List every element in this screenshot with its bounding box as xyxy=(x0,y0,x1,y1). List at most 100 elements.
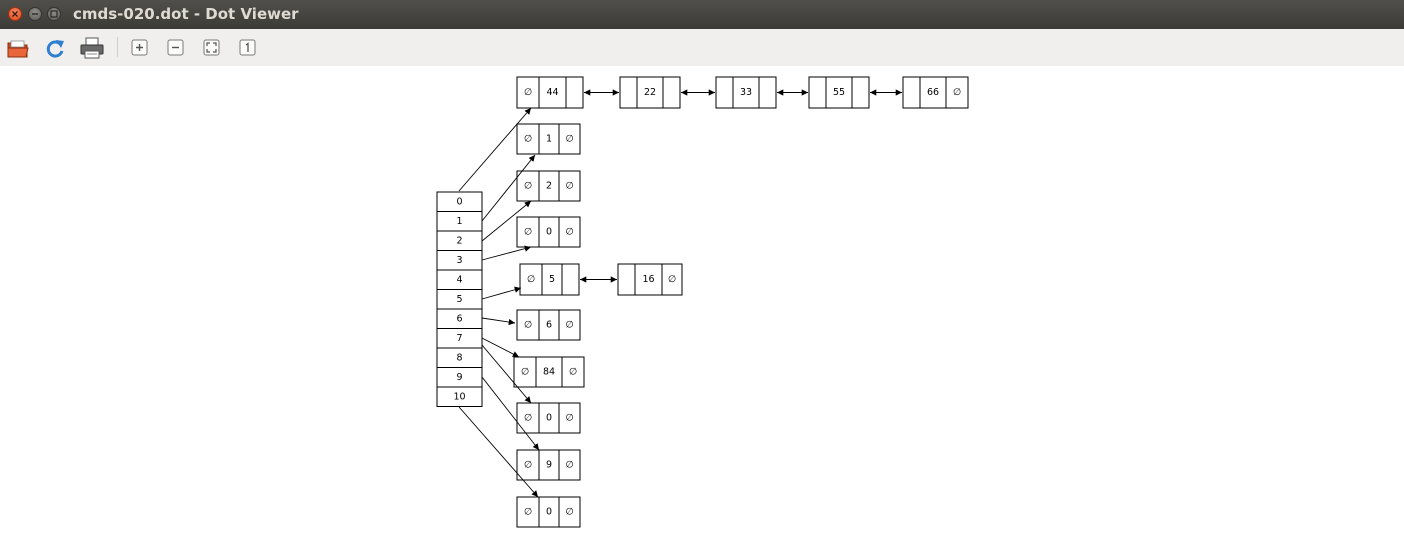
zoom-fit-button[interactable] xyxy=(200,36,226,60)
node-border xyxy=(516,402,581,434)
node-border xyxy=(516,76,584,109)
node-border xyxy=(617,263,683,296)
array-index-label: 9 xyxy=(456,372,462,383)
array-index-label: 3 xyxy=(456,255,462,266)
array-index-label: 5 xyxy=(456,294,462,305)
node-border xyxy=(715,76,777,109)
window-maximize-button[interactable] xyxy=(47,7,61,21)
list-node-6[interactable]: ∅ 9 ∅ xyxy=(516,449,581,481)
array-index-label: 6 xyxy=(456,313,462,324)
zoom-out-icon xyxy=(167,39,184,56)
null-pointer: ∅ xyxy=(527,274,535,285)
zoom-100-button[interactable] xyxy=(236,36,262,60)
null-pointer: ∅ xyxy=(569,367,577,378)
list-node-top-3[interactable]: 55 xyxy=(808,76,870,109)
node-border xyxy=(516,123,581,155)
window-minimize-button[interactable] xyxy=(28,7,42,21)
null-pointer: ∅ xyxy=(524,460,532,471)
list-node-0[interactable]: ∅1∅ xyxy=(516,123,581,155)
array-index-label: 10 xyxy=(453,391,465,402)
node-value: 33 xyxy=(740,87,752,98)
null-pointer: ∅ xyxy=(953,87,961,98)
node-border xyxy=(516,309,581,341)
null-pointer: ∅ xyxy=(565,227,573,238)
node-border xyxy=(902,76,969,109)
zoom-in-button[interactable] xyxy=(128,36,154,60)
node-value: 22 xyxy=(644,87,656,98)
array-index-label: 7 xyxy=(456,333,462,344)
window-title: cmds-020.dot - Dot Viewer xyxy=(73,5,299,23)
null-pointer: ∅ xyxy=(565,413,573,424)
pointer-edge xyxy=(481,154,536,222)
node-border xyxy=(516,170,581,202)
node-value: 0 xyxy=(546,507,552,518)
null-pointer: ∅ xyxy=(524,227,532,238)
array-index-label: 2 xyxy=(456,235,462,246)
list-node-16[interactable]: 16∅ xyxy=(617,263,683,296)
node-value: 66 xyxy=(927,87,939,98)
node-value: 0 xyxy=(546,227,552,238)
node-border xyxy=(513,356,585,388)
reload-button[interactable] xyxy=(43,36,69,60)
list-node-1[interactable]: ∅ 2 ∅ xyxy=(516,170,581,202)
list-node-top-1[interactable]: 22 xyxy=(619,76,681,109)
node-value: 44 xyxy=(546,87,558,98)
node-border xyxy=(808,76,870,109)
pointer-edge xyxy=(458,107,532,192)
node-value: 6 xyxy=(546,320,552,331)
print-button[interactable] xyxy=(79,36,105,60)
node-border xyxy=(516,496,581,528)
printer-icon xyxy=(80,37,104,59)
maximize-icon xyxy=(50,10,58,18)
pointer-edge xyxy=(481,344,532,404)
node-value: 0 xyxy=(546,413,552,424)
close-icon xyxy=(12,11,18,17)
open-folder-icon xyxy=(7,40,29,58)
node-value: 16 xyxy=(642,274,654,285)
node-value: 1 xyxy=(546,134,552,145)
pointer-edge xyxy=(481,286,522,300)
list-node-top-4[interactable]: 66 ∅ xyxy=(902,76,969,109)
pointer-edge xyxy=(458,406,539,498)
title-bar: cmds-020.dot - Dot Viewer xyxy=(0,0,1404,29)
list-node-top-2[interactable]: 33 xyxy=(715,76,777,109)
null-pointer: ∅ xyxy=(565,507,573,518)
node-value: 9 xyxy=(546,460,552,471)
null-pointer: ∅ xyxy=(565,460,573,471)
node-value: 2 xyxy=(546,181,552,192)
node-border xyxy=(519,263,580,296)
list-node-2[interactable]: ∅ 0 ∅ xyxy=(516,216,581,248)
null-pointer: ∅ xyxy=(521,367,529,378)
zoom-fit-icon xyxy=(203,39,220,56)
null-pointer: ∅ xyxy=(524,320,532,331)
list-node-7[interactable]: ∅ 0 ∅ xyxy=(516,496,581,528)
minimize-icon xyxy=(32,13,38,15)
null-pointer: ∅ xyxy=(524,181,532,192)
node-border xyxy=(516,216,581,248)
list-node-top-0[interactable]: ∅44 xyxy=(516,76,584,109)
node-value: 84 xyxy=(543,367,555,378)
toolbar-separator xyxy=(117,37,118,57)
list-node-3[interactable]: ∅6∅ xyxy=(516,309,581,341)
pointer-edge xyxy=(481,317,516,326)
pointer-edge xyxy=(481,245,532,261)
array-index-label: 0 xyxy=(456,196,462,207)
node-border xyxy=(516,449,581,481)
zoom-out-button[interactable] xyxy=(164,36,190,60)
open-button[interactable] xyxy=(6,36,32,60)
array-index-label: 4 xyxy=(456,274,462,285)
null-pointer: ∅ xyxy=(524,507,532,518)
list-node-4[interactable]: ∅ 84 ∅ xyxy=(513,356,585,388)
node-border xyxy=(619,76,681,109)
zoom-100-icon xyxy=(239,39,256,56)
array-index-label: 1 xyxy=(456,216,462,227)
node-value: 5 xyxy=(549,274,555,285)
null-pointer: ∅ xyxy=(565,181,573,192)
list-node-5[interactable]: ∅5 xyxy=(519,263,580,296)
window-close-button[interactable] xyxy=(8,7,22,21)
list-node-5[interactable]: ∅ 0 ∅ xyxy=(516,402,581,434)
null-pointer: ∅ xyxy=(524,413,532,424)
